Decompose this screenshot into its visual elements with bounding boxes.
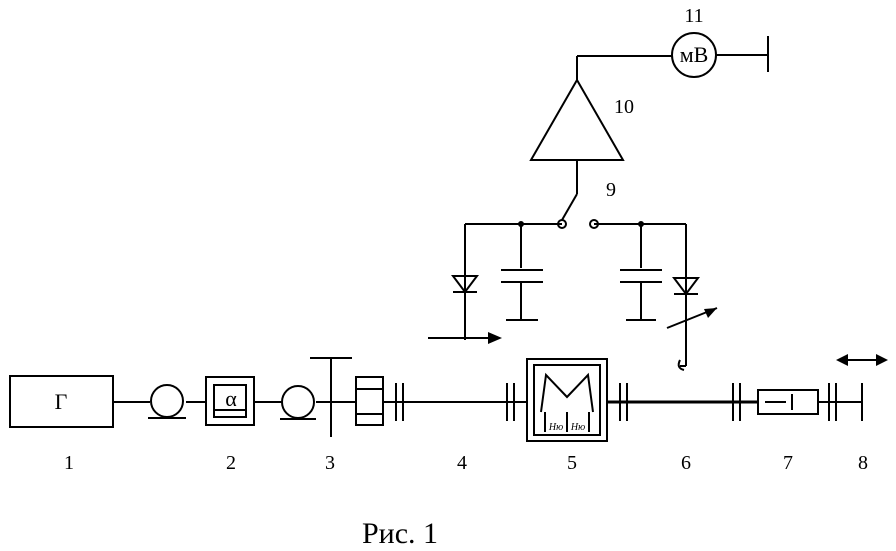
label-7: 7 <box>783 452 793 474</box>
label-6: 6 <box>681 452 691 474</box>
label-2: 2 <box>226 452 236 474</box>
field-label-right: Hю <box>570 422 585 433</box>
label-1: 1 <box>64 452 74 474</box>
label-4: 4 <box>457 452 467 474</box>
loop-element-right <box>280 385 316 420</box>
attenuator-block: α <box>205 376 255 426</box>
label-10: 10 <box>614 96 634 118</box>
loop-element-left <box>148 384 186 419</box>
flange-joints <box>395 383 863 421</box>
millivoltmeter-11: мВ <box>671 32 769 78</box>
load-element <box>757 389 819 415</box>
tee-element <box>310 357 384 437</box>
label-11: 11 <box>684 5 703 27</box>
label-5: 5 <box>567 452 577 474</box>
left-detector-branch <box>428 221 562 344</box>
field-label-left: Hю <box>548 422 563 433</box>
amplifier-10 <box>529 55 672 161</box>
millivoltmeter-symbol: мВ <box>680 42 709 67</box>
attenuator-symbol: α <box>225 386 237 411</box>
movable-short-arrow <box>836 354 888 366</box>
generator-block: Г <box>9 375 114 428</box>
generator-symbol: Г <box>55 389 68 414</box>
figure-caption: Рис. 1 <box>362 517 438 550</box>
switch-9 <box>557 160 599 229</box>
right-detector-branch <box>594 221 718 371</box>
label-9: 9 <box>606 179 616 201</box>
label-8: 8 <box>858 452 868 474</box>
sample-cell: Hю Hю <box>526 358 608 442</box>
label-3: 3 <box>325 452 335 474</box>
